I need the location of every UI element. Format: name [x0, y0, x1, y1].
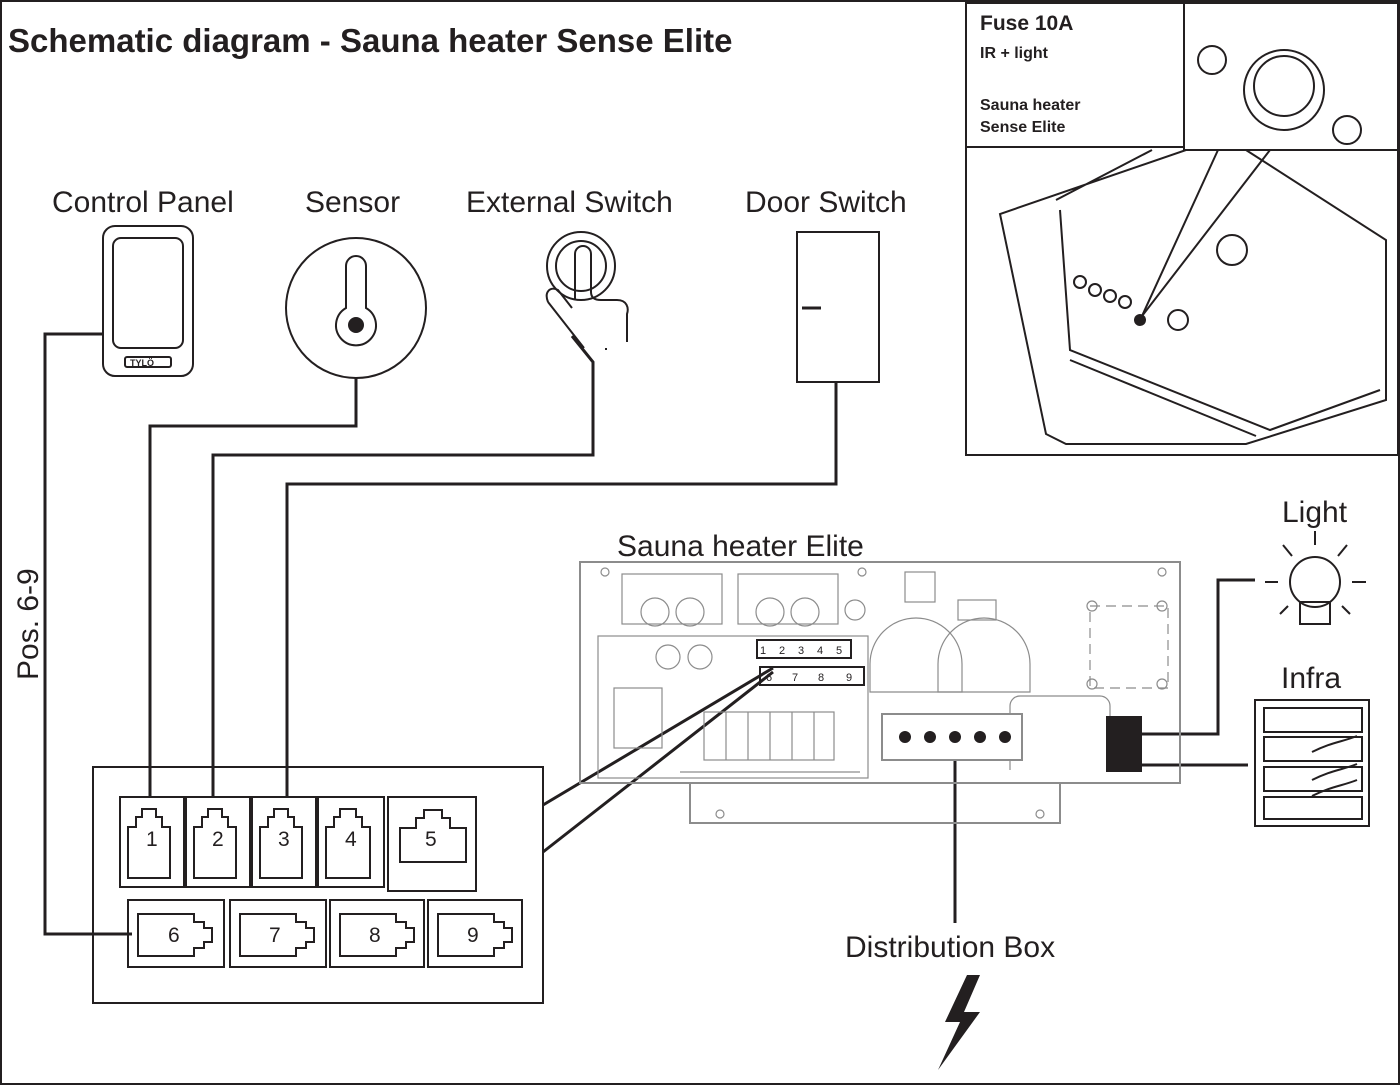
port-7: 7: [229, 899, 327, 968]
svg-text:4: 4: [817, 645, 823, 657]
wiring: [43, 332, 1255, 936]
door-switch-wire: [285, 382, 838, 797]
door-switch-label: Door Switch: [745, 186, 907, 219]
external-switch-wire: [211, 335, 595, 797]
svg-text:4: 4: [345, 828, 357, 851]
svg-text:7: 7: [792, 672, 798, 684]
port-9: 9: [427, 899, 523, 968]
fuse-heater-line1: Sauna heater: [980, 97, 1080, 114]
svg-text:3: 3: [278, 828, 290, 851]
port-5: 5: [387, 796, 477, 892]
heater-label: Sauna heater Elite: [617, 530, 864, 563]
svg-text:TYLÖ: TYLÖ: [130, 358, 154, 368]
page-title: Schematic diagram - Sauna heater Sense E…: [8, 22, 732, 59]
svg-text:5: 5: [836, 645, 842, 657]
port-1: 1: [119, 796, 185, 888]
board-connector-labels: 1 2 3 4 5 6 7 8 9: [760, 645, 852, 684]
heater-housing-sketch: [998, 149, 1387, 445]
light-wire: [1124, 578, 1255, 736]
pos-6-9-label: Pos. 6-9: [12, 568, 45, 680]
infrared-panel-icon: [1254, 699, 1370, 827]
connector-panel: [92, 766, 544, 1004]
sensor-wire: [148, 378, 358, 797]
door-switch-icon: [796, 231, 880, 383]
control-panel-label: Control Panel: [52, 186, 234, 219]
svg-text:7: 7: [269, 924, 281, 947]
svg-text:5: 5: [425, 828, 437, 851]
sauna-heater-board: [579, 561, 1181, 824]
external-switch-label: External Switch: [466, 186, 673, 219]
fuse-inset: Fuse 10A IR + light Sauna heater Sense E…: [965, 2, 1399, 456]
light-bulb-icon: [1265, 531, 1366, 625]
svg-text:2: 2: [212, 828, 224, 851]
distribution-box-label: Distribution Box: [845, 931, 1055, 964]
svg-text:1: 1: [760, 645, 766, 657]
fuse-knob-closeup: [1197, 45, 1362, 145]
port-4: 4: [317, 796, 385, 888]
fuse-rating: Fuse 10A: [980, 12, 1073, 35]
port-2: 2: [185, 796, 251, 888]
control-panel-wire: [43, 332, 132, 936]
svg-text:3: 3: [798, 645, 804, 657]
light-label: Light: [1282, 496, 1348, 529]
port-6: 6: [127, 899, 225, 968]
svg-text:6: 6: [168, 924, 180, 947]
svg-text:8: 8: [818, 672, 824, 684]
port-3: 3: [251, 796, 317, 888]
fuse-circuit: IR + light: [980, 45, 1049, 62]
zoom-line-lower: [542, 670, 774, 854]
infra-label: Infra: [1281, 662, 1341, 695]
sensor-label: Sensor: [305, 186, 400, 219]
svg-text:2: 2: [779, 645, 785, 657]
pointing-hand-icon: [545, 231, 629, 350]
svg-text:9: 9: [846, 672, 852, 684]
svg-text:1: 1: [146, 828, 158, 851]
sensor-thermometer-icon: [285, 237, 427, 379]
svg-text:6: 6: [766, 672, 772, 684]
svg-text:9: 9: [467, 924, 479, 947]
fuse-heater-line2: Sense Elite: [980, 119, 1065, 136]
control-panel-icon: TYLÖ: [102, 225, 194, 377]
port-8: 8: [329, 899, 425, 968]
power-lightning-icon: [938, 975, 980, 1070]
svg-text:8: 8: [369, 924, 381, 947]
